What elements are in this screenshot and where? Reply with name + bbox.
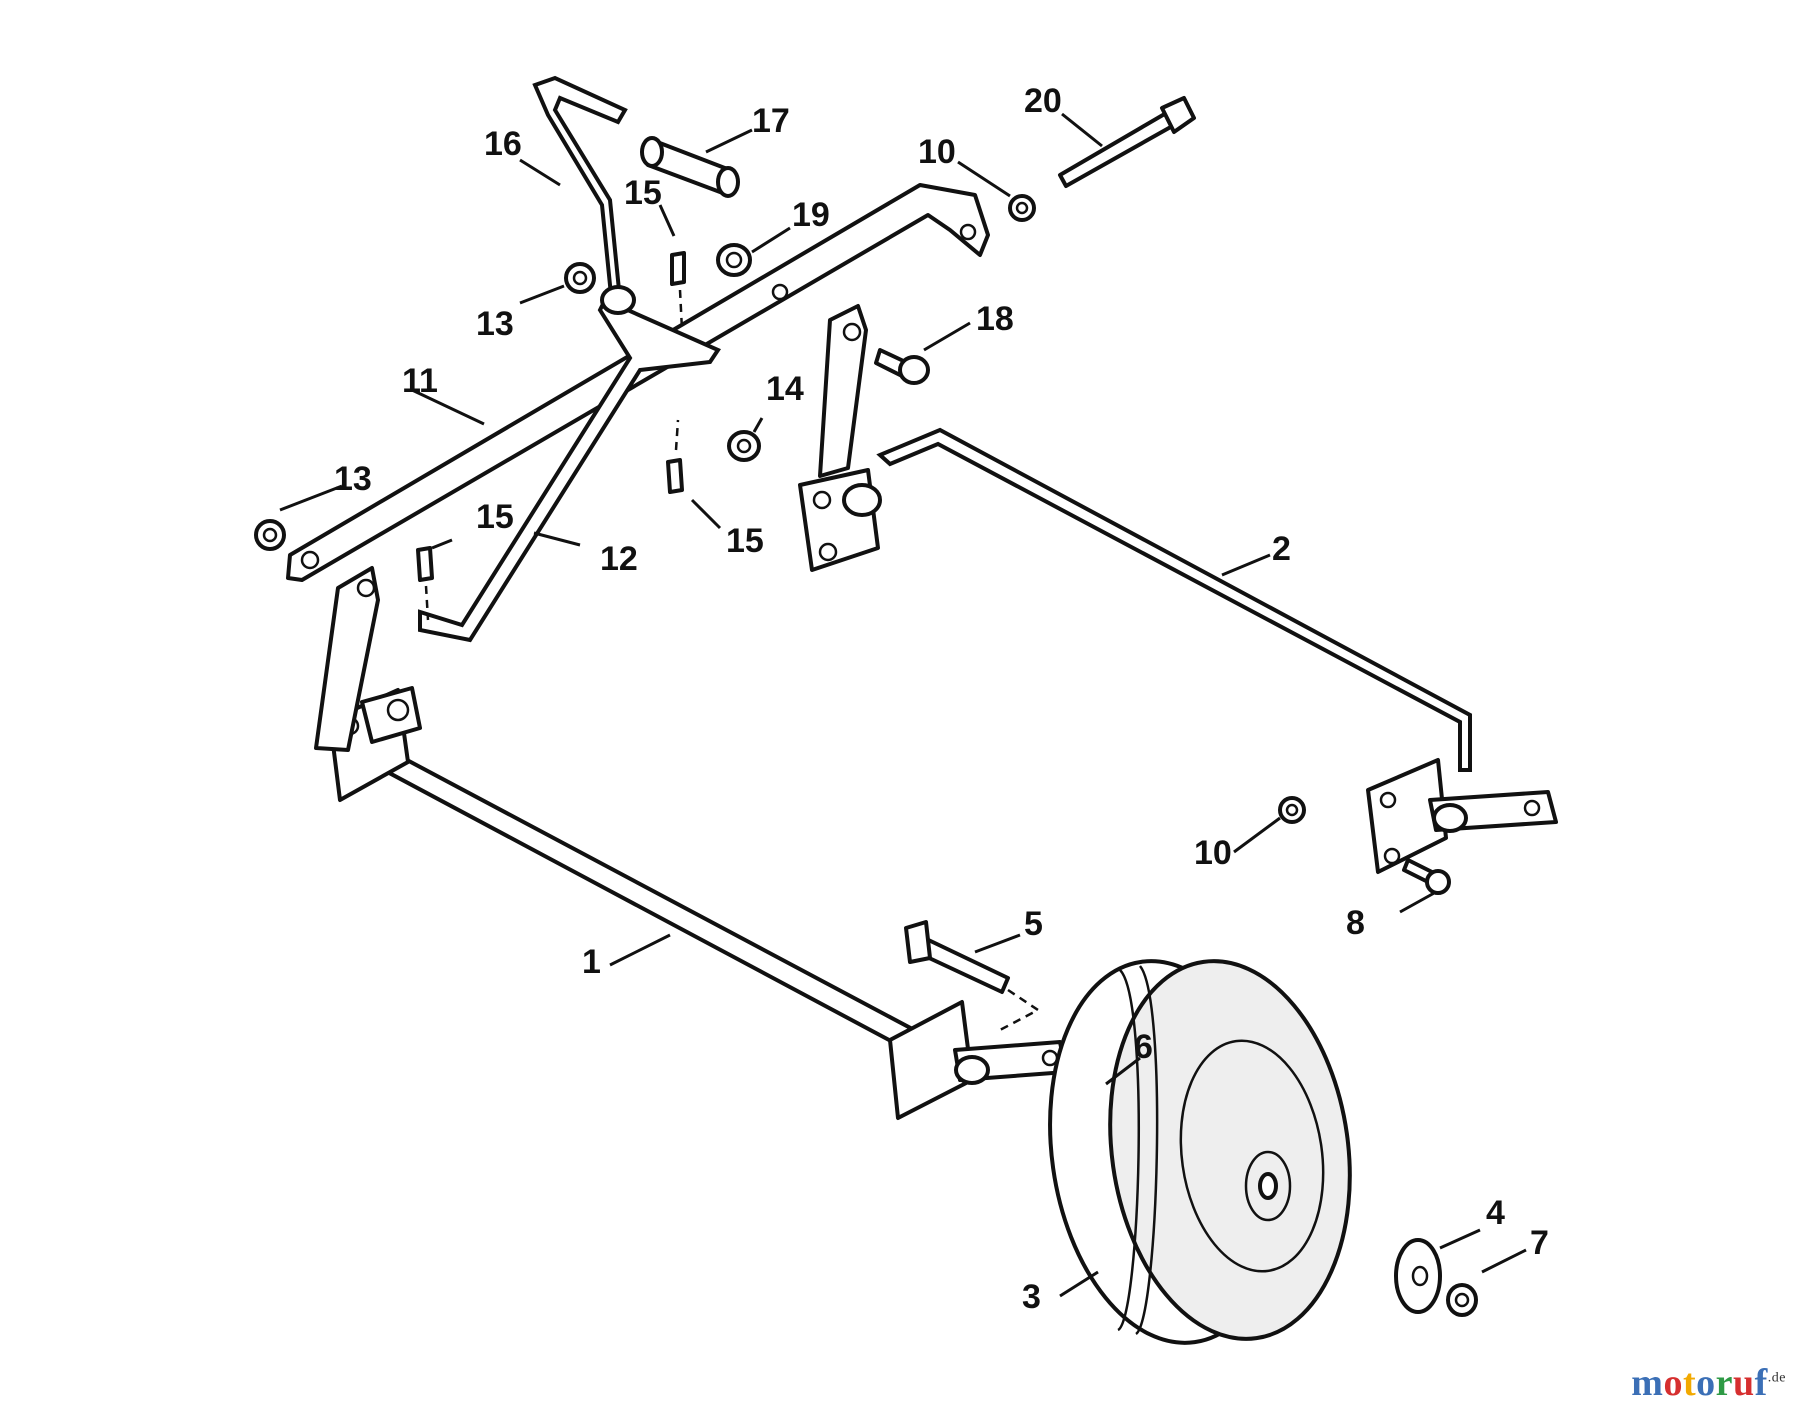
callout-16: 16 bbox=[484, 125, 522, 163]
callout-4: 4 bbox=[1486, 1194, 1505, 1232]
part-lever bbox=[418, 75, 721, 643]
callout-15-top: 15 bbox=[624, 174, 662, 212]
callout-13-left: 13 bbox=[334, 460, 372, 498]
part-wheel bbox=[1048, 959, 1352, 1345]
watermark-name: motoruf bbox=[1631, 1362, 1768, 1404]
part-flat-bar bbox=[286, 183, 990, 582]
part-bolt-8 bbox=[1402, 858, 1451, 895]
part-nut-19 bbox=[716, 243, 752, 277]
callout-labels: 1 2 3 4 5 6 7 8 10 10 11 12 13 13 14 15 … bbox=[334, 82, 1549, 1316]
watermark-logo: motoruf.de bbox=[1631, 1361, 1786, 1405]
part-axle-rod bbox=[328, 686, 1068, 1120]
callout-10-bottom: 10 bbox=[1194, 834, 1232, 872]
part-rear-bar bbox=[798, 427, 1558, 874]
part-washer-13-left bbox=[254, 519, 286, 551]
part-washer-4 bbox=[1394, 1238, 1442, 1314]
part-link-plate-left bbox=[314, 566, 380, 752]
callout-15-left: 15 bbox=[476, 498, 514, 536]
part-nut-7 bbox=[1446, 1283, 1478, 1317]
callout-18: 18 bbox=[976, 300, 1014, 338]
part-pin-15-b bbox=[666, 419, 684, 494]
callout-17: 17 bbox=[752, 102, 790, 140]
part-bolt-18 bbox=[874, 348, 930, 385]
callout-1: 1 bbox=[582, 943, 601, 981]
callout-12: 12 bbox=[600, 540, 638, 578]
part-washer-13-top bbox=[564, 262, 596, 294]
callout-20: 20 bbox=[1024, 82, 1062, 120]
callout-6: 6 bbox=[1134, 1028, 1153, 1066]
callout-2: 2 bbox=[1272, 530, 1291, 568]
callout-10-top: 10 bbox=[918, 133, 956, 171]
part-nut-10-bottom bbox=[1278, 796, 1306, 824]
part-pin-15-c bbox=[416, 546, 434, 621]
callout-3: 3 bbox=[1022, 1278, 1041, 1316]
part-pin-15-a bbox=[670, 251, 686, 331]
leader-lines bbox=[279, 112, 1527, 1298]
part-link-plate-right bbox=[818, 304, 868, 478]
callout-8: 8 bbox=[1346, 904, 1365, 942]
callout-13-top: 13 bbox=[476, 305, 514, 343]
callout-11: 11 bbox=[402, 362, 438, 400]
part-bolt-5 bbox=[904, 920, 1041, 1032]
callout-5: 5 bbox=[1024, 905, 1043, 943]
callout-7: 7 bbox=[1530, 1224, 1549, 1262]
part-long-bolt bbox=[1058, 96, 1196, 188]
callout-19: 19 bbox=[792, 196, 830, 234]
callout-15-bottom: 15 bbox=[726, 522, 764, 560]
part-grip bbox=[640, 136, 740, 198]
callout-14: 14 bbox=[766, 370, 804, 408]
part-nut-10-top bbox=[1008, 194, 1036, 222]
watermark-suffix: .de bbox=[1767, 1370, 1786, 1386]
part-nut-14 bbox=[727, 430, 761, 462]
